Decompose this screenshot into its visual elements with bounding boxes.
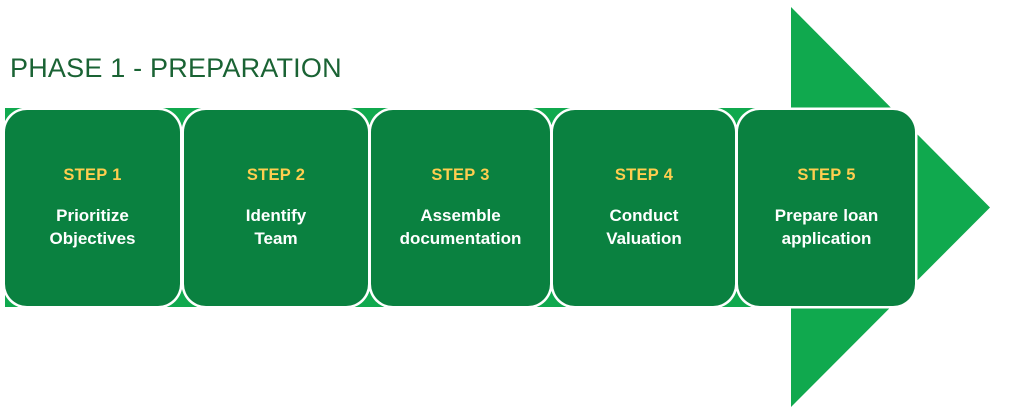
page-title: PHASE 1 - PREPARATION <box>10 53 342 83</box>
step-5-label-line-2: application <box>781 228 872 248</box>
step-2-number: STEP 2 <box>246 165 306 184</box>
step-box-2[interactable]: STEP 2 Identify Team <box>184 110 368 306</box>
step-2-label: Identify Team <box>246 205 306 251</box>
step-box-4[interactable]: STEP 4 Conduct Valuation <box>553 110 735 306</box>
step-4-label: Conduct Valuation <box>606 205 682 251</box>
step-box-3[interactable]: STEP 3 Assemble documentation <box>371 110 550 306</box>
step-3-label-line-1: Assemble <box>420 205 501 225</box>
step-box-5[interactable]: STEP 5 Prepare loan application <box>738 110 915 306</box>
step-5-label-line-1: Prepare loan <box>774 205 879 225</box>
step-4-label-line-2: Valuation <box>606 228 682 248</box>
step-box-1[interactable]: STEP 1 Prioritize Objectives <box>5 110 180 306</box>
step-1-label-line-1: Prioritize <box>56 205 129 225</box>
step-2-label-line-2: Team <box>254 228 298 248</box>
step-2-label-line-1: Identify <box>245 205 307 225</box>
step-1-label-line-2: Objectives <box>49 228 136 248</box>
step-3-label-line-2: documentation <box>399 228 522 248</box>
step-1-number: STEP 1 <box>63 165 122 184</box>
step-4-number: STEP 4 <box>614 165 674 184</box>
step-1-label: Prioritize Objectives <box>50 205 136 251</box>
step-5-number: STEP 5 <box>797 165 856 184</box>
step-3-number: STEP 3 <box>431 165 490 184</box>
step-4-label-line-1: Conduct <box>609 205 679 225</box>
step-3-label: Assemble documentation <box>400 205 522 251</box>
step-5-label: Prepare loan application <box>775 205 879 251</box>
